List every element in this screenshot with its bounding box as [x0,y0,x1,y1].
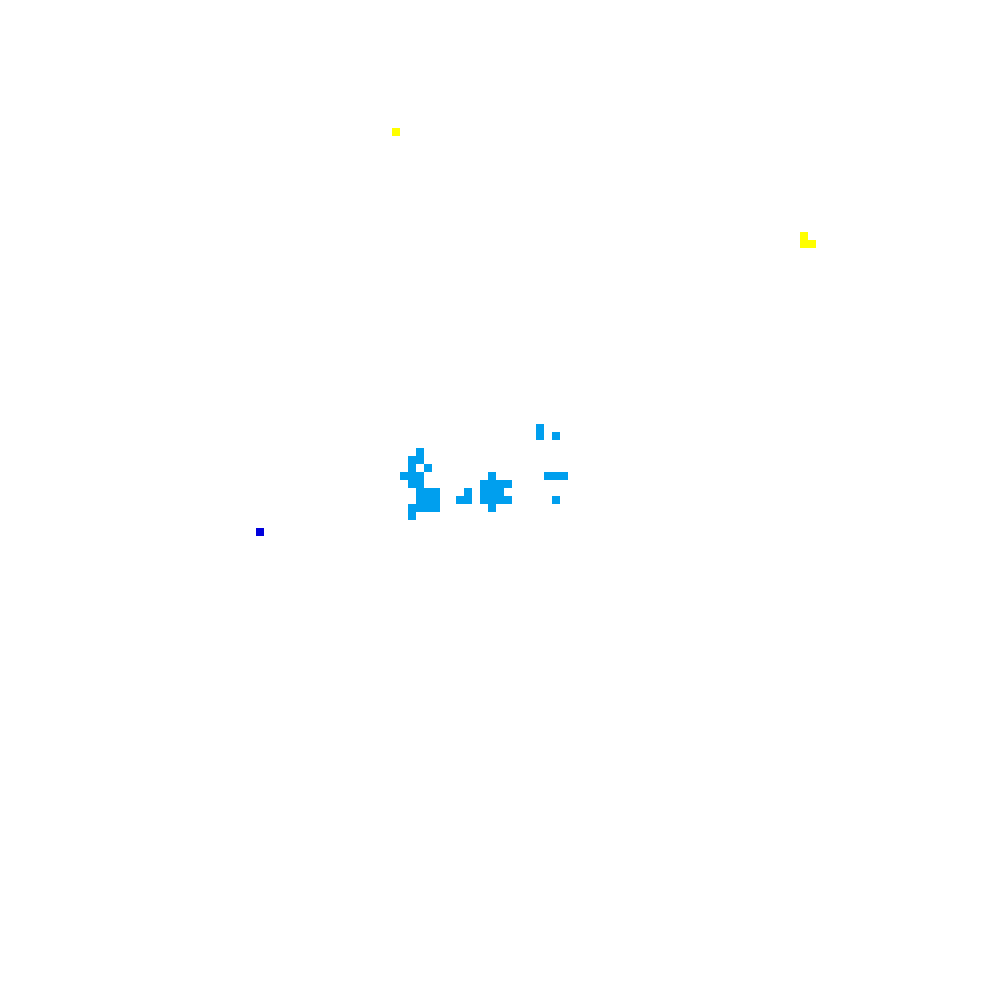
cluster-block [416,504,424,512]
food-block [392,128,400,136]
cluster-block [488,480,496,488]
cluster-block [552,496,560,504]
cluster-block [536,432,544,440]
cluster-block [488,504,496,512]
food-block [808,240,816,248]
cluster-block [464,488,472,496]
cluster-block [416,480,424,488]
cluster-block [416,496,424,504]
cluster-block [408,480,416,488]
cluster-block [424,504,432,512]
cluster-block [416,448,424,456]
cluster-block [504,496,512,504]
cluster-block [400,472,408,480]
food-block [800,232,808,240]
cluster-block [408,464,416,472]
cluster-block [504,480,512,488]
cluster-block [480,496,488,504]
cluster-block [416,488,424,496]
cluster-block [416,456,424,464]
cluster-block [432,504,440,512]
cluster-block [496,488,504,496]
cluster-block [424,488,432,496]
cluster-block [432,496,440,504]
cluster-block [480,480,488,488]
cluster-block [408,512,416,520]
cluster-block [496,480,504,488]
cluster-block [456,496,464,504]
cluster-block [536,424,544,432]
cluster-block [552,472,560,480]
cluster-block [480,488,488,496]
cluster-block [464,496,472,504]
food-block [800,240,808,248]
cluster-block [432,488,440,496]
cluster-block [544,472,552,480]
cluster-block [552,432,560,440]
cluster-block [424,496,432,504]
cluster-block [408,504,416,512]
cluster-block [488,472,496,480]
player-block [256,528,264,536]
cluster-block [424,464,432,472]
cluster-block [408,456,416,464]
cluster-block [488,496,496,504]
cluster-block [416,472,424,480]
cluster-block [408,472,416,480]
cluster-block [488,488,496,496]
cluster-block [560,472,568,480]
cluster-block [496,496,504,504]
